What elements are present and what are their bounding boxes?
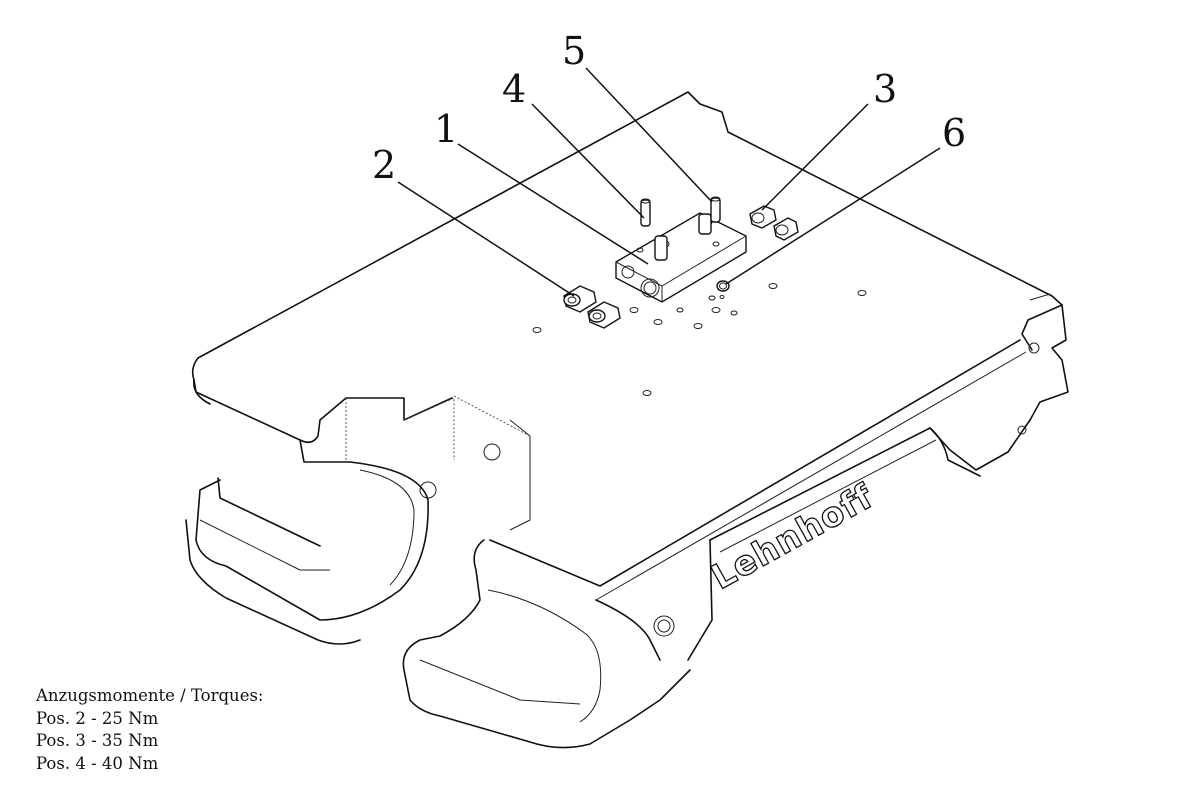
callout-5: 5 bbox=[562, 29, 586, 73]
callout-1: 1 bbox=[434, 107, 458, 151]
part-1-valve-block bbox=[615, 212, 747, 303]
callouts: 1 2 3 4 5 6 bbox=[372, 29, 966, 187]
torque-note-line: Pos. 2 - 25 Nm bbox=[36, 708, 159, 728]
part-4-pin bbox=[640, 198, 651, 227]
part-3-plugs bbox=[749, 205, 799, 241]
torque-note-line: Pos. 3 - 35 Nm bbox=[36, 731, 159, 750]
callout-2: 2 bbox=[372, 143, 396, 187]
callout-3: 3 bbox=[873, 67, 897, 111]
quick-coupler-body: Lehnhoff bbox=[185, 91, 1069, 749]
torque-note-line: Pos. 4 - 40 Nm bbox=[36, 753, 159, 773]
torque-notes-heading: Anzugsmomente / Torques: bbox=[36, 686, 264, 705]
part-2-fittings bbox=[563, 285, 621, 329]
callout-6: 6 bbox=[942, 111, 966, 155]
leader-lines bbox=[397, 67, 941, 297]
mounting-holes bbox=[532, 283, 867, 396]
torque-notes: Anzugsmomente / Torques: Pos. 2 - 25 Nm … bbox=[36, 685, 263, 775]
part-5-pin bbox=[710, 196, 721, 223]
brand-engraving: Lehnhoff bbox=[705, 476, 881, 598]
callout-4: 4 bbox=[502, 67, 526, 111]
